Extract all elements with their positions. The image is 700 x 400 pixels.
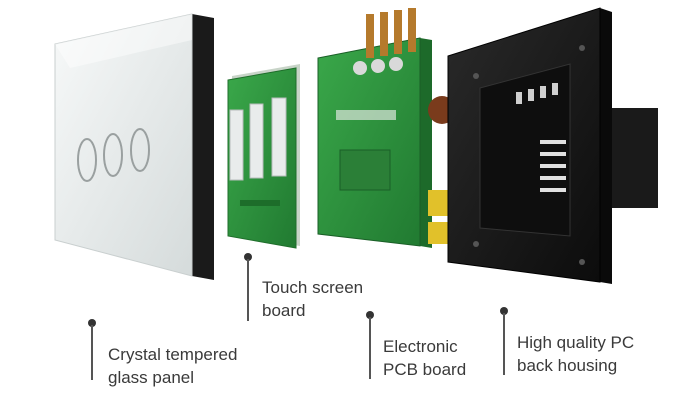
glass-panel-leader [91, 325, 93, 380]
touch-key-1-icon [77, 138, 97, 182]
housing-contact-1 [516, 92, 522, 104]
housing-rear-block [612, 108, 658, 208]
glass-panel-face [54, 13, 193, 277]
touch-board-label: Touch screen board [262, 276, 363, 322]
housing-fin-5 [540, 188, 566, 192]
housing-fin-4 [540, 176, 566, 180]
housing-screw-hole-1 [473, 73, 479, 79]
housing-leader-dot [500, 307, 508, 315]
capacitor-2 [371, 59, 385, 73]
pcb-board-face [317, 37, 421, 247]
housing-screw-hole-4 [579, 259, 585, 265]
glass-panel-label-line-1: Crystal tempered [108, 345, 238, 364]
housing-edge [600, 8, 612, 284]
relay-yellow-2 [428, 222, 448, 244]
glass-panel-edge [192, 14, 214, 280]
pcb-ic-area [339, 149, 391, 191]
pcb-board-leader [369, 317, 371, 379]
pcb-components-row [336, 110, 396, 120]
capacitor-1 [353, 61, 367, 75]
touch-board-label-line-2: board [262, 301, 306, 320]
housing-contact-3 [540, 86, 546, 98]
pcb-board-edge [420, 38, 432, 248]
touch-board-trace [240, 200, 280, 206]
glass-panel-leader-dot [88, 319, 96, 327]
housing-leader [503, 313, 505, 375]
housing-label-line-1: High quality PC [517, 333, 635, 352]
housing-screw-hole-2 [579, 45, 585, 51]
terminal-screw-2 [380, 12, 388, 56]
housing-label: High quality PC back housing [517, 331, 634, 377]
glass-panel [54, 13, 214, 280]
housing-contact-2 [528, 89, 534, 101]
glass-panel-label-line-2: glass panel [108, 368, 195, 387]
pcb-board-leader-dot [366, 311, 374, 319]
pcb-board-label-line-2: PCB board [383, 360, 467, 379]
relay-yellow-1 [428, 190, 448, 216]
terminal-screw-4 [408, 8, 416, 52]
pcb-board [317, 8, 456, 248]
touch-board-leader [247, 259, 249, 321]
touch-pad-3 [271, 97, 287, 177]
housing-contact-4 [552, 83, 558, 95]
housing-cavity [479, 63, 571, 237]
capacitor-3 [389, 57, 403, 71]
housing-fin-3 [540, 164, 566, 168]
housing-fin-1 [540, 140, 566, 144]
glass-panel-reflection [55, 14, 192, 68]
back-housing [447, 7, 658, 284]
touch-key-2-icon [103, 133, 123, 177]
terminal-screw-3 [394, 10, 402, 54]
touch-pad-2 [249, 103, 264, 179]
housing-fin-2 [540, 152, 566, 156]
touch-board-leader-dot [244, 253, 252, 261]
housing-screw-hole-3 [473, 241, 479, 247]
housing-label-line-2: back housing [517, 356, 618, 375]
touch-board-label-line-1: Touch screen [262, 278, 364, 297]
terminal-screw-1 [366, 14, 374, 58]
touch-pad-1 [229, 109, 244, 181]
touch-screen-board [227, 64, 300, 249]
pcb-board-label: Electronic PCB board [383, 335, 466, 381]
touch-key-3-icon [130, 128, 150, 172]
glass-panel-label: Crystal tempered glass panel [108, 343, 237, 389]
pcb-board-label-line-1: Electronic [383, 337, 458, 356]
